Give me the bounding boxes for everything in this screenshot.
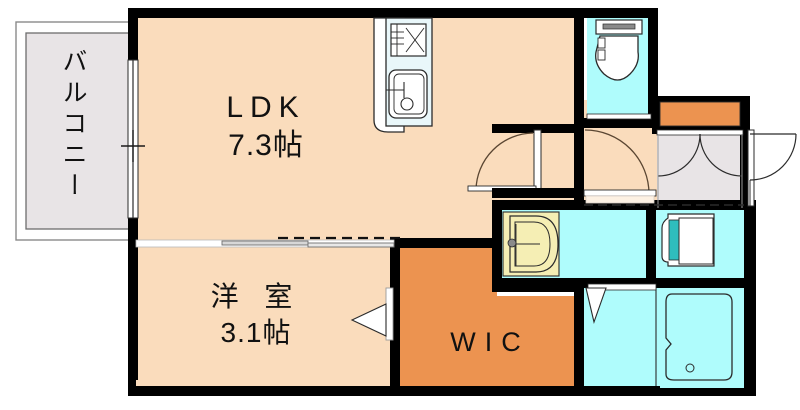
balcony-sliding-door[interactable]	[121, 59, 145, 219]
room-window	[136, 380, 390, 386]
wall-room-left	[128, 240, 138, 396]
wic-door-folding-symbol	[350, 303, 387, 337]
toilet-fixture	[586, 19, 652, 120]
washroom-entry	[584, 195, 744, 206]
wall-ldk-left-upper	[128, 8, 138, 62]
wall-toilet-right	[648, 8, 658, 120]
toilet-control-panel-2	[597, 49, 606, 61]
ldk-door-header	[492, 124, 580, 133]
bathtub-outline	[665, 293, 733, 381]
washer-drain-strip	[668, 219, 680, 261]
shoe-cabinet[interactable]	[659, 101, 741, 127]
front-door-leaf[interactable]	[747, 129, 755, 207]
wall-right-outer	[744, 200, 756, 392]
wall-entrance-top	[652, 96, 750, 106]
wall-entrance-left	[652, 96, 662, 132]
stove-burner-x2	[405, 27, 425, 53]
bathroom-door[interactable]	[585, 283, 657, 324]
wall-washroom-left	[492, 200, 502, 292]
toilet-control-panel-1	[597, 37, 606, 49]
room-partition[interactable]	[135, 236, 400, 248]
bathtub	[655, 288, 744, 388]
entrance-closet-doors[interactable]	[656, 129, 744, 208]
wall-wic-right	[574, 286, 584, 390]
wic-door-leaf[interactable]	[385, 287, 394, 341]
wall-toilet-bottom	[580, 118, 658, 128]
toilet-door-threshold[interactable]	[586, 113, 652, 120]
wall-wic-top	[390, 238, 502, 248]
washing-machine	[661, 213, 715, 267]
wall-room-right	[390, 246, 400, 396]
entrance-closet-arc-right	[699, 133, 743, 177]
balcony-floor	[25, 32, 131, 230]
wall-washer-right	[646, 210, 656, 280]
bathroom-door-track[interactable]	[587, 283, 657, 291]
bathtub-drain	[685, 363, 695, 373]
wall-entrance-right	[740, 130, 750, 210]
wall-washroom-bottom	[492, 278, 584, 292]
wall-bottom-right	[574, 386, 756, 396]
front-door-swing-arc	[749, 133, 797, 181]
vanity-mixer-knob	[507, 238, 517, 248]
entrance-floor	[657, 134, 743, 208]
ldk-door-leaf[interactable]	[533, 129, 542, 191]
stove-icon	[390, 23, 427, 57]
balcony-area	[15, 21, 137, 241]
wall-ldk-right-upper	[574, 8, 584, 124]
wall-bottom-left	[128, 386, 584, 396]
hall-door-swing-arc	[584, 129, 650, 195]
stove-body	[390, 23, 427, 57]
kitchen-counter	[373, 17, 433, 133]
partition-panel-left[interactable]	[221, 240, 309, 246]
toilet-bowl	[595, 35, 639, 81]
ldk-door-swing-arc	[475, 132, 534, 191]
wic-door[interactable]	[350, 287, 394, 341]
wall-hall-left	[574, 124, 584, 210]
wall-ldk-left-lower	[128, 216, 138, 246]
wall-ldk-top	[128, 8, 584, 18]
hall-door-threshold	[583, 189, 657, 197]
room-window-band	[136, 380, 390, 386]
kitchen-sink-icon	[386, 69, 428, 119]
front-door[interactable]	[747, 129, 797, 207]
entrance-closet-arc-left	[657, 133, 701, 177]
wall-shoecabinet-bottom	[652, 124, 750, 134]
entrance-area	[657, 134, 743, 208]
wall-toilet-top	[580, 8, 658, 18]
sink-drain	[400, 97, 414, 111]
bathroom-door-folding-symbol	[585, 287, 607, 324]
partition-panel-right[interactable]	[307, 242, 395, 248]
walls	[128, 8, 756, 396]
toilet-tank-lid	[602, 23, 636, 30]
wic-area	[398, 246, 578, 390]
wall-washroom-top	[492, 200, 756, 210]
wall-bath-top	[574, 278, 756, 288]
vanity-washbasin	[502, 211, 560, 277]
ldk-door[interactable]	[467, 124, 582, 198]
washer-body	[678, 217, 714, 265]
wall-entrance-right-stub	[740, 96, 750, 132]
ldk-door-sill-wall	[492, 188, 582, 198]
wic-floor	[398, 246, 578, 390]
shoe-cabinet-body[interactable]	[659, 101, 741, 127]
washroom-threshold-plate	[585, 195, 655, 204]
